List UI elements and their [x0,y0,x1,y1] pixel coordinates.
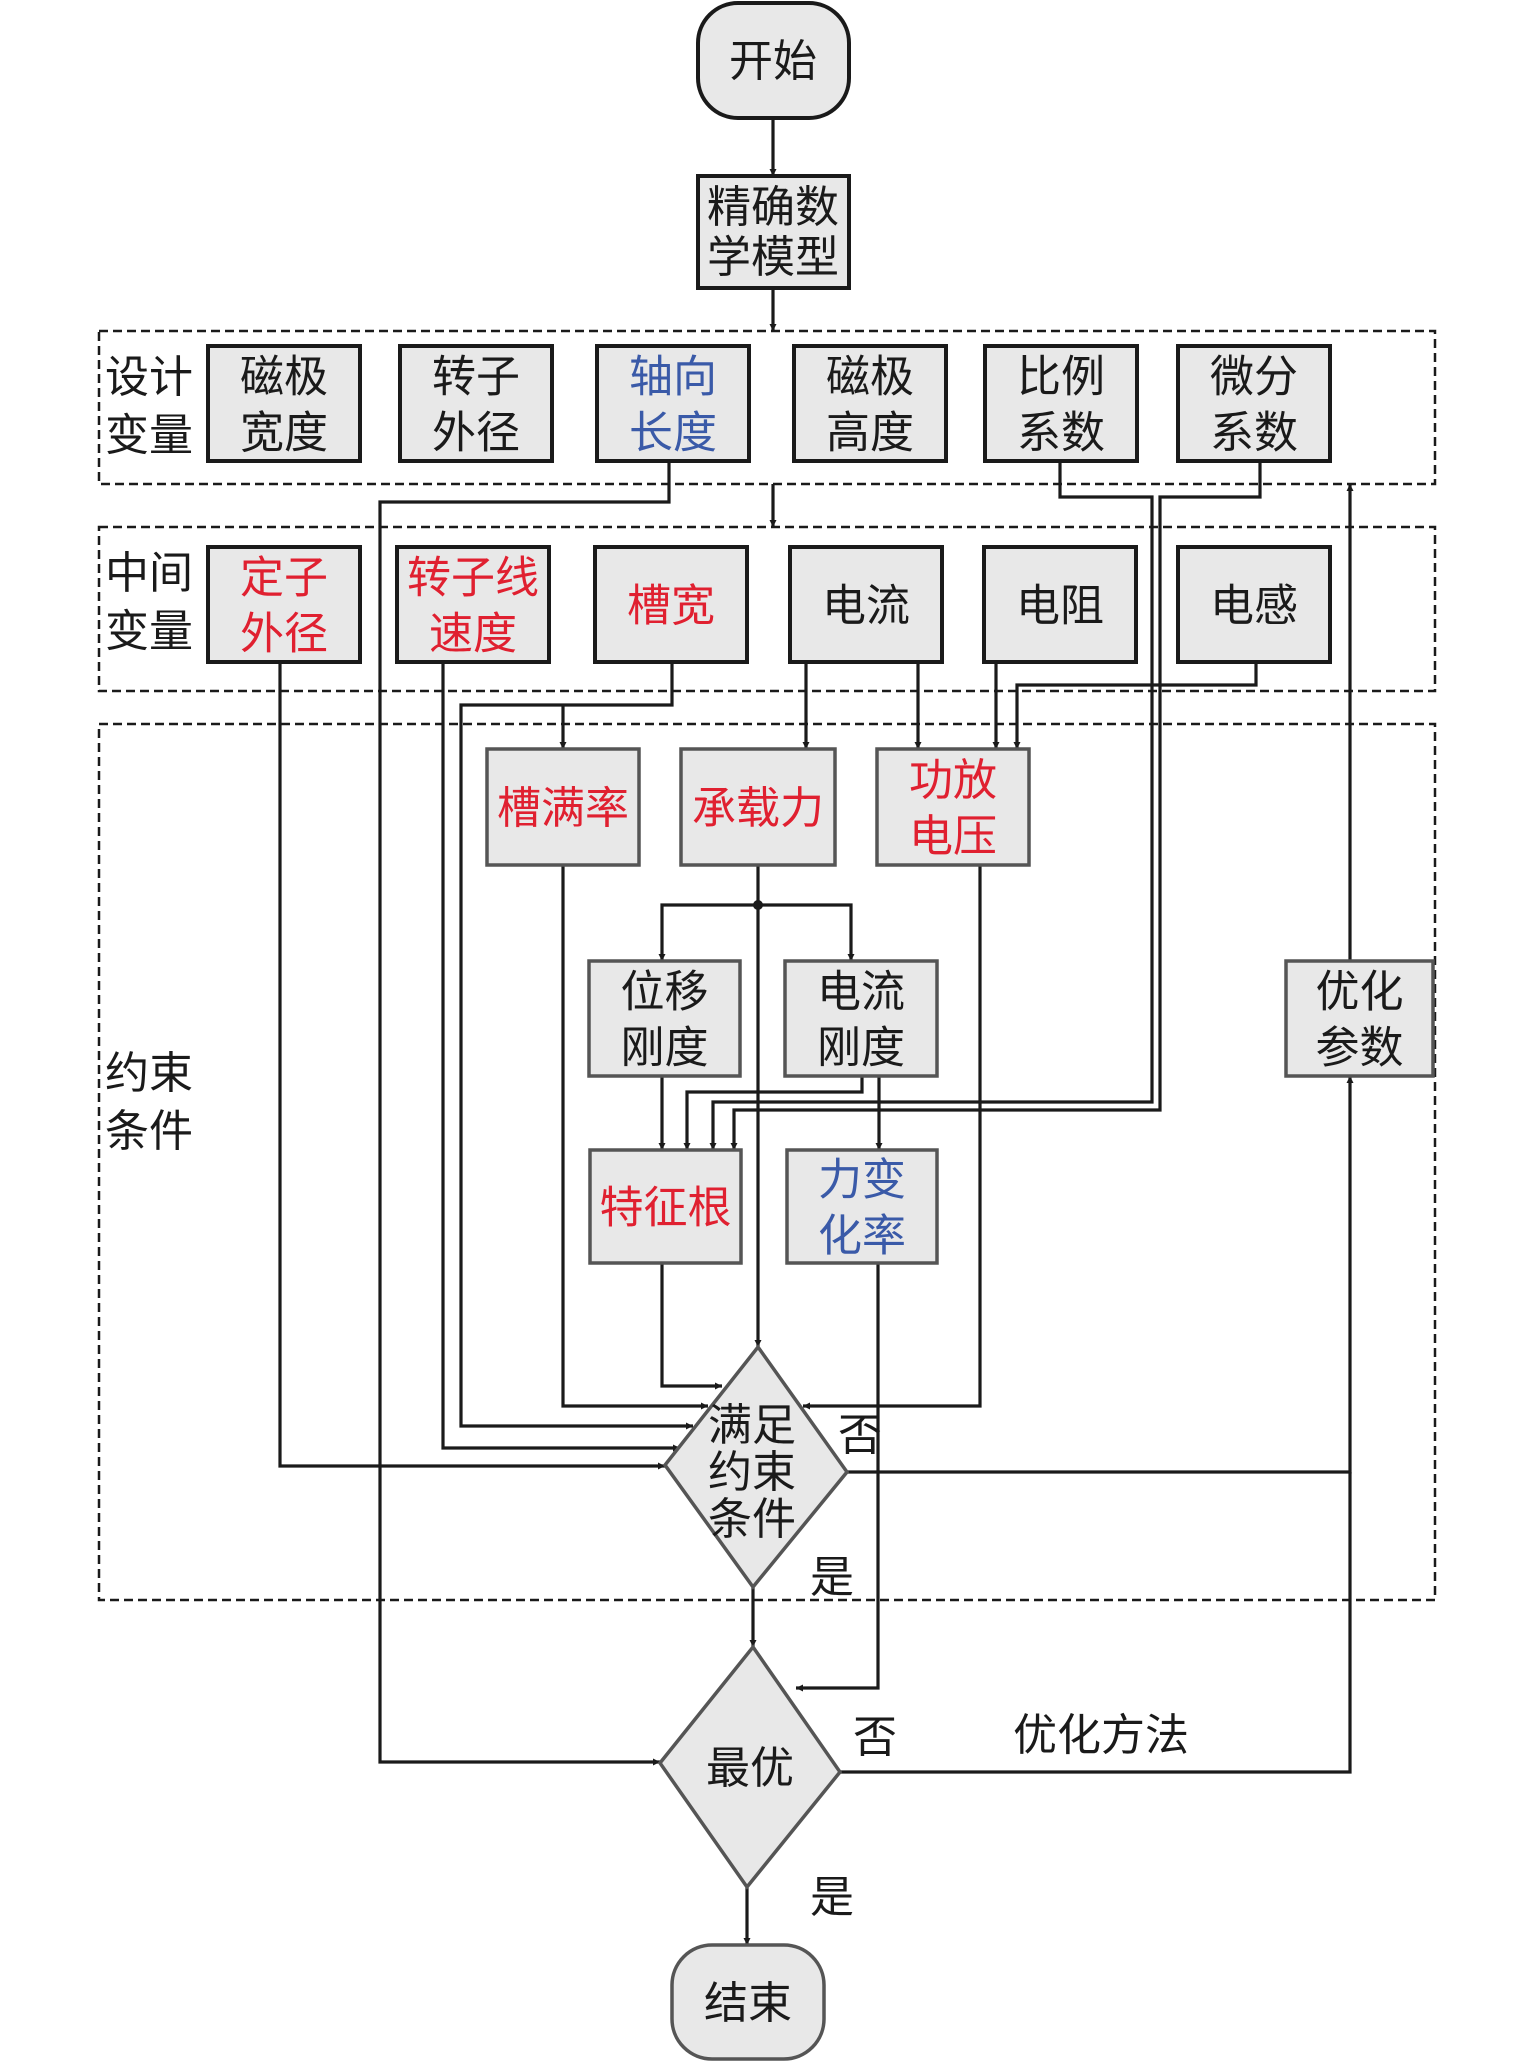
load-to-displacement-connector [658,903,758,961]
math-model-label-line2: 学模型 [707,232,839,283]
constraint-current-stiffness-label-line1: 电流 [817,967,905,1018]
design-var-pole-width-label-line2: 宽度 [240,408,328,459]
constraint-check-line2: 约束 [708,1447,796,1498]
eigen-to-check-connector [660,1263,722,1390]
constraint-eigenvalue-label-line1: 特征根 [600,1183,732,1234]
connector-wires [278,118,1354,1945]
inter-var-rotor-linear-speed-label-line1: 转子线 [407,553,539,604]
force-rate-to-optimal-connector [796,1263,880,1692]
constraint-current-stiffness-label-line2: 刚度 [817,1023,905,1074]
inter-var-slot-width-label-line1: 槽宽 [627,581,715,632]
design-var-rotor-outer-diameter-label-line2: 外径 [432,408,520,459]
inter-var-resistance-label-line1: 电阻 [1016,581,1104,632]
constraint-amp-voltage-label-line2: 电压 [909,811,997,862]
design-group-label-line2: 变量 [105,410,193,461]
constraint-check-no-label: 否 [838,1410,882,1461]
constraint-force-rate-label-line1: 力变 [818,1155,906,1206]
design-var-pole-height-label-line2: 高度 [826,408,914,459]
constraint-force-rate-label-line2: 化率 [818,1211,906,1262]
design-var-pole-width-label-line1: 磁极 [240,352,328,403]
constraint-displacement-stiffness-label-line1: 位移 [621,967,709,1018]
design-var-pole-height-label-line1: 磁极 [826,352,914,403]
load-to-current-stiffness-connector [758,903,855,961]
design-var-proportional-coef-label-line2: 系数 [1017,408,1105,459]
optimal-no-loop-connector [840,1472,1352,1774]
inter-var-slot-width[interactable]: 槽宽 [593,545,749,664]
design-var-rotor-outer-diameter-label-line1: 转子 [432,352,520,403]
deriv-coef-to-eigen-connector [730,461,1262,1150]
constraint-slot-fill[interactable]: 槽满率 [485,747,641,867]
constraint-group-label-line1: 约束 [105,1048,193,1099]
inter-var-resistance[interactable]: 电阻 [982,545,1138,664]
inter-var-inductance-label-line1: 电感 [1210,581,1298,632]
constraint-slot-fill-label-line1: 槽满率 [497,783,629,834]
constraint-check-line1: 满足 [708,1400,796,1451]
design-var-axial-length-label-line2: 长度 [629,408,717,459]
optimize-params-box-label-line2: 参数 [1316,1023,1404,1074]
inter-var-current[interactable]: 电流 [788,545,944,664]
optimal-yes-label: 是 [810,1872,854,1923]
inter-var-current-label-line1: 电流 [822,581,910,632]
design-var-proportional-coef-label-line1: 比例 [1017,352,1105,403]
constraint-check-decision[interactable]: 满足 约束 条件 [662,1344,850,1590]
optimization-method-label: 优化方法 [1013,1710,1189,1761]
math-model-box[interactable]: 精确数 学模型 [696,174,851,290]
math-model-label-line1: 精确数 [707,182,839,233]
inter-var-inductance[interactable]: 电感 [1176,545,1332,664]
constraint-check-line3: 条件 [708,1494,796,1545]
design-var-derivative-coef-label-line2: 系数 [1210,408,1298,459]
design-var-axial-length-label-line1: 轴向 [629,352,717,403]
constraint-check-yes-label: 是 [810,1552,854,1603]
design-var-derivative-coef-label-line1: 微分 [1210,352,1298,403]
end-terminal[interactable]: 结束 [670,1943,826,2061]
load-capacity-junction-dot [753,900,763,910]
amp-to-check-connector [803,865,982,1410]
constraint-eigenvalue[interactable]: 特征根 [588,1148,743,1265]
inter-var-stator-outer-diameter-label-line1: 定子 [240,553,328,604]
stator-to-check-connector [278,662,665,1470]
slot-width-wire-connector [459,662,693,1430]
optimal-decision[interactable]: 最优 [657,1644,843,1890]
prop-coef-to-eigen-connector [709,461,1154,1150]
start-label: 开始 [729,36,817,87]
end-label: 结束 [704,1978,792,2029]
intermediate-group-label-line2: 变量 [105,606,193,657]
inter-var-stator-outer-diameter-label-line2: 外径 [240,609,328,660]
constraint-group-label-line2: 条件 [105,1106,193,1157]
optimal-label: 最优 [706,1743,794,1794]
variable-nodes: 磁极宽度转子外径轴向长度磁极高度比例系数微分系数定子外径转子线速度槽宽电流电阻电… [206,344,1435,1265]
inter-var-rotor-linear-speed-label-line2: 速度 [429,609,517,660]
axial-length-to-optimal-connector [378,461,671,1766]
intermediate-group-label-line1: 中间 [105,548,193,599]
constraint-displacement-stiffness-label-line2: 刚度 [621,1023,709,1074]
constraint-load-capacity-label-line1: 承载力 [692,783,824,834]
design-group-label-line1: 设计 [105,352,193,403]
optimal-no-label: 否 [853,1712,897,1763]
current-stiffness-to-eigen-connector [683,1076,864,1150]
constraint-amp-voltage-label-line1: 功放 [909,755,997,806]
check-no-to-params-connector [847,1076,1354,1474]
design-variables-group [97,329,1437,486]
inductance-to-amp-connector [1013,662,1258,749]
constraint-load-capacity[interactable]: 承载力 [679,747,837,867]
optimize-params-box-label-line1: 优化 [1316,967,1404,1018]
slot-fill-to-check-connector [561,865,708,1410]
rotor-speed-to-check-connector [441,662,680,1452]
intermediate-variables-group [97,525,1437,693]
start-terminal[interactable]: 开始 [696,1,851,120]
